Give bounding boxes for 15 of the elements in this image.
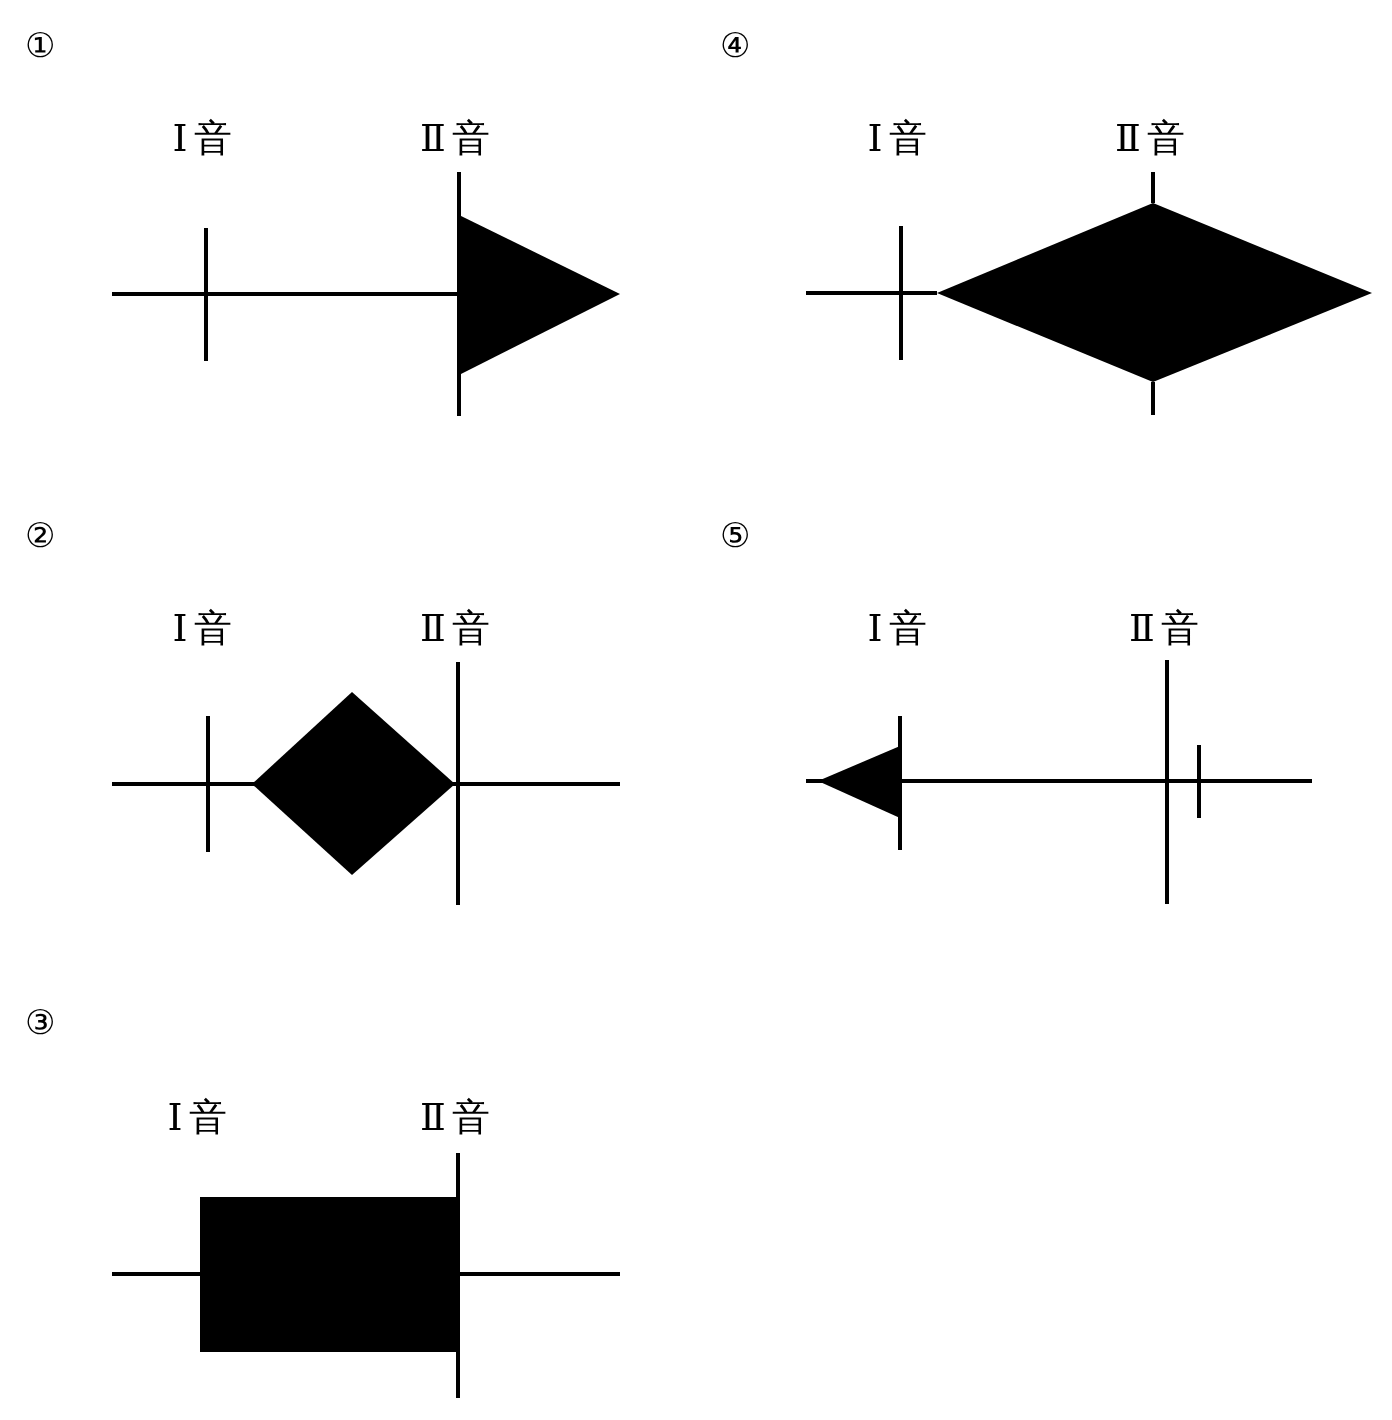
panel-number: ③ [25, 1005, 55, 1039]
heart-sound-label: Ⅱ音 [420, 119, 496, 157]
heart-sound-label: Ⅱ音 [420, 609, 496, 647]
heart-sound-label: Ⅰ音 [172, 119, 238, 157]
heart-sound-label: Ⅰ音 [867, 609, 933, 647]
heart-sound-label: Ⅱ音 [1129, 609, 1205, 647]
heart-sound-label: Ⅱ音 [420, 1098, 496, 1136]
panel-number: ④ [720, 28, 750, 62]
heart-sound-label: Ⅰ音 [172, 609, 238, 647]
heart-sound-label: Ⅰ音 [867, 119, 933, 157]
panel-number: ⑤ [720, 518, 750, 552]
heart-sound-label: Ⅱ音 [1115, 119, 1191, 157]
heart-sound-label: Ⅰ音 [167, 1098, 233, 1136]
panel-number: ① [25, 28, 55, 62]
panel-number: ② [25, 518, 55, 552]
